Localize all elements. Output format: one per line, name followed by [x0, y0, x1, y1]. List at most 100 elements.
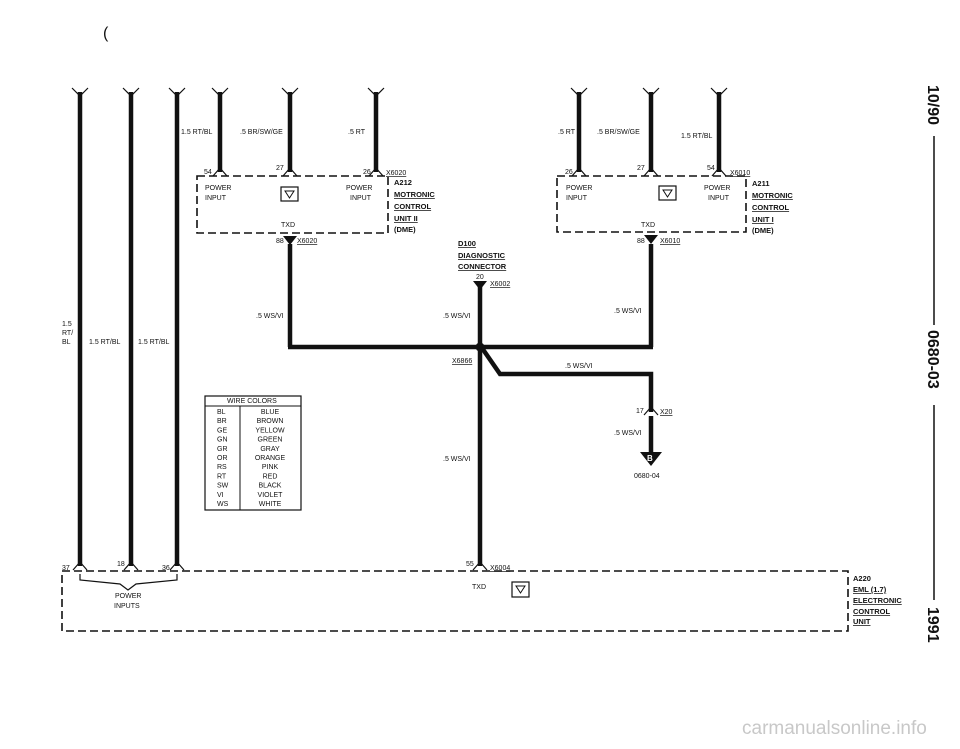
- a211-connector-in: X6010: [730, 170, 750, 177]
- ref-arrow: [640, 452, 662, 466]
- wire-color-name: BLUE: [261, 409, 280, 416]
- a220-connector: X6004: [490, 565, 510, 572]
- wire-label-1a: 1.5: [62, 321, 72, 328]
- a212-power-left-1: POWER: [205, 185, 231, 192]
- a212-line1: MOTRONIC: [394, 190, 435, 199]
- wire-color-code: SW: [217, 483, 229, 490]
- a211-pin-88: 88: [637, 238, 645, 245]
- wire-color-code: GE: [217, 427, 227, 434]
- wire-colors-title: WIRE COLORS: [227, 398, 277, 405]
- a220-pin-18: 18: [117, 561, 125, 568]
- a212-line4: (DME): [394, 225, 416, 234]
- wire-color-name: PINK: [262, 464, 279, 471]
- a212-connector-out: X6020: [297, 238, 317, 245]
- wire-label-1c: BL: [62, 339, 71, 346]
- page-code: 10/90: [924, 85, 941, 125]
- wire-color-code: OR: [217, 455, 228, 462]
- a220-pin-55: 55: [466, 561, 474, 568]
- a211-power-right-2: INPUT: [708, 195, 730, 202]
- a211-power-left-1: POWER: [566, 185, 592, 192]
- left-power-wires: 1.5 RT/ BL 1.5 RT/BL 1.5 RT/BL: [62, 87, 186, 566]
- wire-color-code: RT: [217, 473, 227, 480]
- module-a220: 37 18 36 55 X6004 POWER INPUTS TXD A220 …: [61, 561, 902, 632]
- a211-wire-left: .5 RT: [558, 129, 576, 136]
- doc-number: 0680-03: [924, 330, 941, 389]
- splice-id: X6866: [452, 358, 472, 365]
- wire-color-code: VI: [217, 492, 224, 499]
- a211-out-wire: .5 WS/VI: [614, 308, 642, 315]
- module-a212: 1.5 RT/BL .5 BR/SW/GE .5 RT 54 27 26 X60…: [181, 87, 435, 347]
- wire-color-name: RED: [263, 473, 278, 480]
- diagnostic-bus: 20 X6002 D100 DIAGNOSTIC CONNECTOR .5 WS…: [288, 239, 673, 566]
- wire-color-name: VIOLET: [258, 492, 284, 499]
- a220-pin-37: 37: [62, 565, 70, 572]
- a220-line3: CONTROL: [853, 607, 890, 616]
- diag-line1: DIAGNOSTIC: [458, 251, 506, 260]
- a212-txd: TXD: [281, 222, 295, 229]
- diag-wire: .5 WS/VI: [443, 313, 471, 320]
- wire-color-name: ORANGE: [255, 455, 286, 462]
- a220-inputs: INPUTS: [114, 603, 140, 610]
- a212-pin-54: 54: [204, 169, 212, 176]
- a220-line2: ELECTRONIC: [853, 596, 902, 605]
- a212-box: [196, 175, 389, 234]
- a220-txd: TXD: [472, 584, 486, 591]
- a212-power-right-1: POWER: [346, 185, 372, 192]
- a211-pin-27: 27: [637, 165, 645, 172]
- a220-pin-36: 36: [162, 565, 170, 572]
- wire-fuse-mark-1: [71, 87, 89, 97]
- a212-pin-26: 26: [363, 169, 371, 176]
- a220-power: POWER: [115, 593, 141, 600]
- wire-color-code: WS: [217, 501, 229, 508]
- a220-box: [61, 570, 849, 632]
- a212-module-icon: [280, 186, 299, 202]
- a211-txd: TXD: [641, 222, 655, 229]
- a211-pin-54: 54: [707, 165, 715, 172]
- ref-page: 0680-04: [634, 473, 660, 480]
- a212-id: A212: [394, 178, 412, 187]
- a220-line1: EML (1.7): [853, 585, 887, 594]
- wire-label-1b: RT/: [62, 330, 73, 337]
- diag-connector: X6002: [490, 281, 510, 288]
- a212-connector-in: X6020: [386, 170, 406, 177]
- a212-wire-right: .5 RT: [348, 129, 366, 136]
- diag-line2: CONNECTOR: [458, 262, 507, 271]
- wire-color-name: BROWN: [257, 418, 284, 425]
- a212-line3: UNIT II: [394, 214, 418, 223]
- branch-wire: .5 WS/VI: [565, 363, 593, 370]
- branch-wire-2: .5 WS/VI: [614, 430, 642, 437]
- a211-line4: (DME): [752, 226, 774, 235]
- diag-pin: 20: [476, 274, 484, 281]
- a212-power-left-2: INPUT: [205, 195, 227, 202]
- ref-letter: B: [647, 454, 653, 463]
- wire-color-name: YELLOW: [255, 427, 285, 434]
- a211-box: [556, 175, 747, 233]
- a211-line3: UNIT I: [752, 215, 774, 224]
- wire-color-code: GN: [217, 437, 228, 444]
- a211-power-left-2: INPUT: [566, 195, 588, 202]
- a211-line2: CONTROL: [752, 203, 789, 212]
- wire-label-2: 1.5 RT/BL: [89, 339, 120, 346]
- wire-color-code: BR: [217, 418, 227, 425]
- a211-wire-right: 1.5 RT/BL: [681, 133, 712, 140]
- wire-fuse-mark-2: [122, 87, 140, 97]
- wire-color-code: BL: [217, 409, 226, 416]
- a212-wire-left: 1.5 RT/BL: [181, 129, 212, 136]
- diag-id: D100: [458, 239, 476, 248]
- watermark-text: carmanualsonline.info: [742, 718, 927, 739]
- center-wire-lower: .5 WS/VI: [443, 456, 471, 463]
- module-a211: .5 RT .5 BR/SW/GE 1.5 RT/BL 26 27 54 X60…: [556, 87, 793, 347]
- a211-power-right-1: POWER: [704, 185, 730, 192]
- a211-line1: MOTRONIC: [752, 191, 793, 200]
- wire-label-3: 1.5 RT/BL: [138, 339, 169, 346]
- a211-pin-26: 26: [565, 169, 573, 176]
- wire-color-name: GRAY: [260, 446, 280, 453]
- a212-line2: CONTROL: [394, 202, 431, 211]
- wire-color-name: BLACK: [259, 483, 282, 490]
- stray-mark: (: [103, 25, 109, 42]
- a211-connector-out: X6010: [660, 238, 680, 245]
- wire-fuse-mark-3: [168, 87, 186, 97]
